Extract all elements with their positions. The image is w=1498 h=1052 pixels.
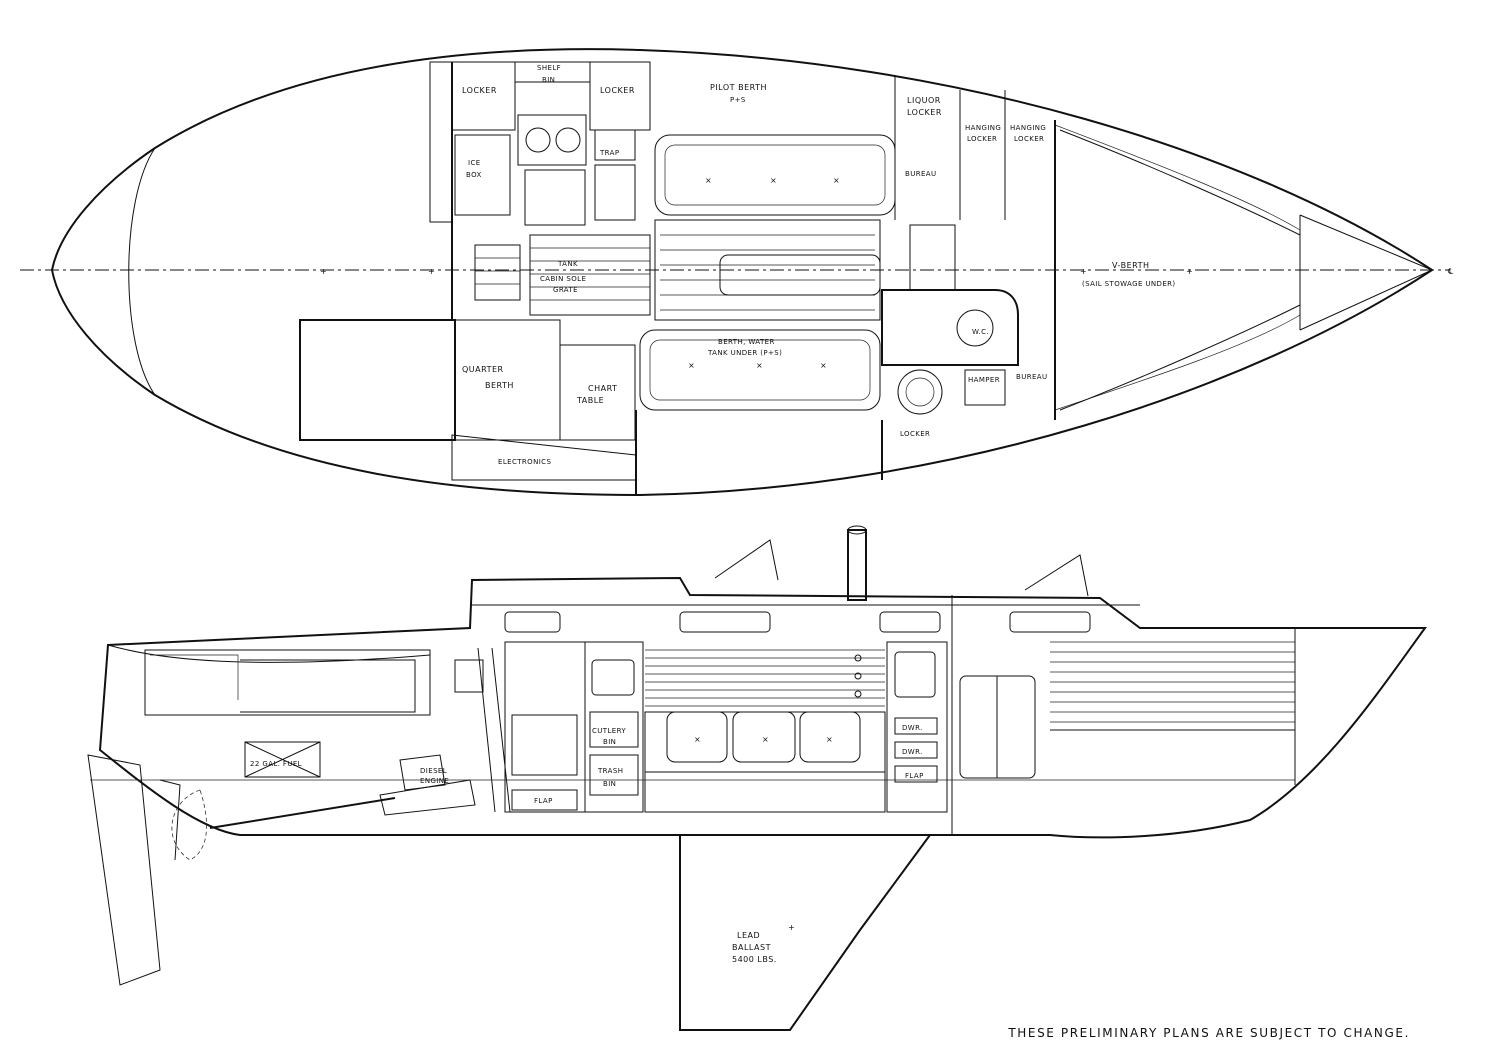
- label-ice-box: ICE: [468, 159, 481, 167]
- label-engine: ENGINE: [420, 777, 449, 785]
- svg-text:×: ×: [694, 735, 701, 744]
- svg-text:×: ×: [833, 176, 840, 185]
- label-grate: GRATE: [553, 286, 578, 294]
- label-quarter-berth: QUARTER: [462, 365, 504, 374]
- label-liquor-locker-2: LOCKER: [907, 108, 942, 117]
- label-shelf: SHELF: [537, 64, 561, 72]
- label-flap-galley: FLAP: [534, 797, 553, 805]
- label-sail-stowage: (SAIL STOWAGE UNDER): [1082, 280, 1176, 288]
- label-pilot-berth-sub: P+S: [730, 96, 746, 104]
- label-diesel: DIESEL: [420, 767, 447, 775]
- svg-text:+: +: [788, 923, 795, 932]
- label-cutlery: CUTLERY: [592, 727, 626, 735]
- label-hanging-locker-a-2: LOCKER: [967, 135, 997, 143]
- label-hanging-locker-a: HANGING: [965, 124, 1001, 132]
- label-wc: W.C.: [972, 328, 989, 336]
- label-trash: TRASH: [597, 767, 623, 775]
- label-hanging-locker-b: HANGING: [1010, 124, 1046, 132]
- profile-labels: 22 GAL. FUEL DIESEL ENGINE CUTLERY BIN T…: [250, 724, 924, 964]
- label-v-berth: V-BERTH: [1112, 261, 1150, 270]
- label-ballast-weight: 5400 LBS.: [732, 955, 777, 964]
- label-bureau-port: BUREAU: [905, 170, 937, 178]
- label-pilot-berth: PILOT BERTH: [710, 83, 767, 92]
- label-liquor-locker: LIQUOR: [907, 96, 941, 105]
- label-ice-box-2: BOX: [466, 171, 482, 179]
- hull-outline-plan: [50, 48, 1434, 497]
- label-bureau-stbd: BUREAU: [1016, 373, 1048, 381]
- label-cabin-sole: CABIN SOLE: [540, 275, 586, 283]
- label-flap-fwd: FLAP: [905, 772, 924, 780]
- svg-text:×: ×: [770, 176, 777, 185]
- keel: [679, 834, 931, 1031]
- label-trap: TRAP: [599, 149, 619, 157]
- label-ballast-lead: LEAD: [737, 931, 760, 940]
- label-chart-table: CHART: [588, 384, 617, 393]
- svg-text:×: ×: [688, 361, 695, 370]
- label-ballast: BALLAST: [732, 943, 771, 952]
- label-electronics: ELECTRONICS: [498, 458, 551, 466]
- svg-text:+: +: [1080, 267, 1087, 276]
- svg-text:+: +: [1186, 267, 1193, 276]
- svg-text:×: ×: [762, 735, 769, 744]
- label-hanging-locker-b-2: LOCKER: [1014, 135, 1044, 143]
- label-quarter-berth-2: BERTH: [485, 381, 514, 390]
- disclaimer-note: THESE PRELIMINARY PLANS ARE SUBJECT TO C…: [1007, 1026, 1410, 1040]
- svg-text:×: ×: [820, 361, 827, 370]
- label-hamper: HAMPER: [968, 376, 1000, 384]
- label-cutlery-bin: BIN: [603, 738, 616, 746]
- svg-text:×: ×: [705, 176, 712, 185]
- label-locker-aft: LOCKER: [462, 86, 497, 95]
- svg-text:×: ×: [756, 361, 763, 370]
- label-dwr-1: DWR.: [902, 724, 923, 732]
- label-dwr-2: DWR.: [902, 748, 923, 756]
- plan-labels: LOCKER SHELF BIN LOCKER PILOT BERTH P+S …: [462, 64, 1176, 466]
- svg-text:+: +: [428, 267, 435, 276]
- label-fuel: 22 GAL. FUEL: [250, 760, 302, 768]
- label-trash-bin: BIN: [603, 780, 616, 788]
- label-berth-water: BERTH, WATER: [718, 338, 775, 346]
- inboard-profile: × × × +: [87, 525, 1427, 1031]
- label-chart-table-2: TABLE: [576, 396, 604, 405]
- svg-text:+: +: [320, 267, 327, 276]
- label-bin: BIN: [542, 76, 555, 84]
- rudder: [87, 754, 161, 986]
- centerline-mark: ℄: [1448, 267, 1454, 276]
- label-locker-head: LOCKER: [900, 430, 930, 438]
- accommodation-plan: ℄ + + + + × × ×: [20, 48, 1454, 497]
- label-tank-under: TANK UNDER (P+S): [707, 349, 782, 357]
- hull-outline-profile: [98, 576, 1427, 839]
- label-locker-fwd: LOCKER: [600, 86, 635, 95]
- label-tank: TANK: [557, 260, 578, 268]
- svg-text:×: ×: [826, 735, 833, 744]
